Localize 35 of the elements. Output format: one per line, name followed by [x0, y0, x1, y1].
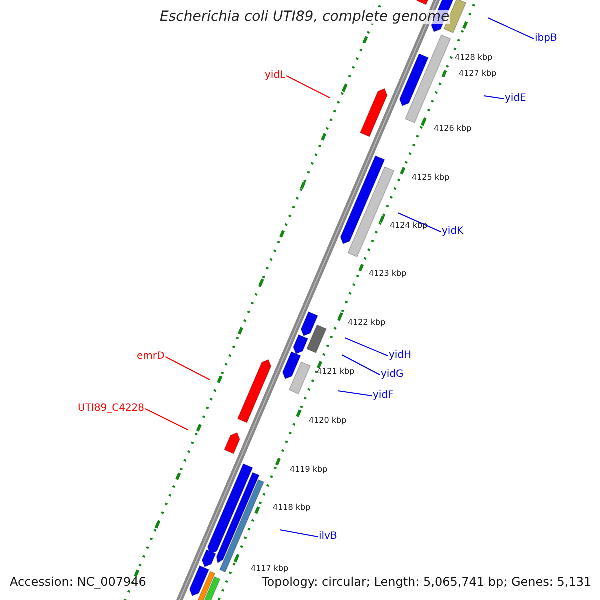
leader-line: [165, 356, 210, 380]
leader-line: [338, 390, 372, 396]
gene-label: yidL: [265, 71, 286, 81]
tick-label: 4117 kbp: [251, 565, 289, 573]
tick-label: 4126 kbp: [434, 125, 472, 133]
tick-label: 4123 kbp: [369, 270, 407, 278]
tick-label: 4124 kbp: [390, 222, 428, 230]
gene-label: yidE: [505, 94, 526, 104]
footer-text: Topology: circular; Length: 5,065,741 bp; Genes: 5,131: [262, 576, 592, 588]
tick-label: 4122 kbp: [348, 319, 386, 327]
gene-label: yidF: [373, 391, 394, 401]
leader-line: [286, 76, 330, 98]
gene-label: yidK: [442, 227, 464, 237]
leader-line: [488, 18, 534, 40]
gene-label: UTI89_C4228: [78, 404, 145, 414]
footer-text: Accession: NC_007946: [10, 576, 146, 588]
tick-label: 4119 kbp: [290, 466, 328, 474]
tick-label: 4118 kbp: [273, 504, 311, 512]
tick-label: 4128 kbp: [455, 54, 493, 62]
leader-line: [342, 354, 380, 376]
gene-label: yidH: [389, 351, 412, 361]
leader-line: [398, 212, 442, 232]
gene-label: ilvB: [319, 532, 338, 542]
tick-label: 4121 kbp: [317, 368, 355, 376]
gene-label: ibpB: [535, 34, 558, 44]
gene-label: yidG: [381, 370, 404, 380]
genome-title: Escherichia coli UTI89, complete genome: [160, 10, 450, 24]
tick-label: 4120 kbp: [309, 417, 347, 425]
leader-line: [344, 338, 388, 356]
tick-label: 4127 kbp: [459, 70, 497, 78]
leader-line: [145, 408, 188, 430]
leader-line: [484, 96, 504, 100]
leader-line: [280, 530, 318, 538]
gene-label: emrD: [137, 352, 165, 362]
tick-label: 4125 kbp: [412, 174, 450, 182]
